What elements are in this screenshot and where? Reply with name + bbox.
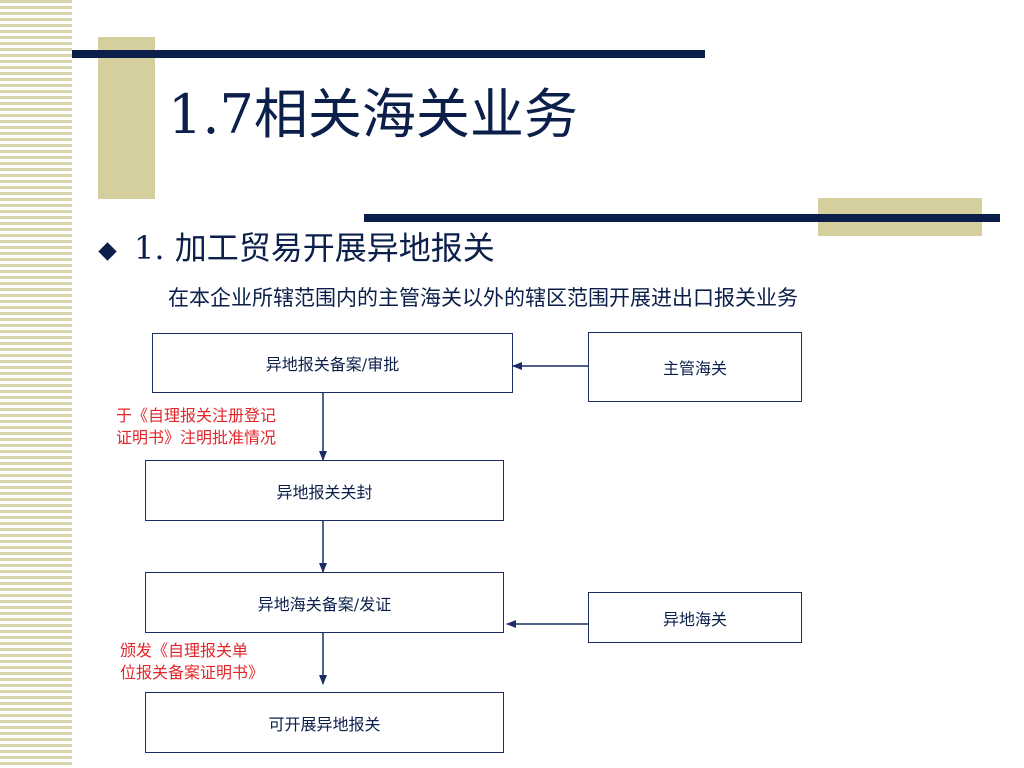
note-issue-certificate: 颁发《自理报关单 位报关备案证明书》 [120,640,264,684]
box-remote-customs: 异地海关 [588,592,802,643]
note-2-line-1: 颁发《自理报关单 [120,641,249,660]
box-customs-seal: 异地报关关封 [145,460,504,521]
mid-rule [364,214,1000,222]
decorative-stripes [0,0,72,768]
note-2-line-2: 位报关备案证明书》 [120,663,265,682]
page-title: 1.7相关海关业务 [168,83,578,146]
box-main-customs: 主管海关 [588,332,802,402]
title-accent-block [98,37,155,199]
bullet-heading: 1. 加工贸易开展异地报关 [134,229,495,267]
description-text: 在本企业所辖范围内的主管海关以外的辖区范围开展进出口报关业务 [168,286,798,310]
top-rule [72,50,705,58]
note-1-line-1: 于《自理报关注册登记 [116,406,277,425]
note-1-line-2: 证明书》注明批准情况 [116,428,277,447]
box-final-step: 可开展异地报关 [145,692,504,753]
box-remote-approval: 异地报关备案/审批 [152,333,513,393]
note-approval-record: 于《自理报关注册登记 证明书》注明批准情况 [116,405,276,449]
box-remote-record: 异地海关备案/发证 [145,572,504,633]
